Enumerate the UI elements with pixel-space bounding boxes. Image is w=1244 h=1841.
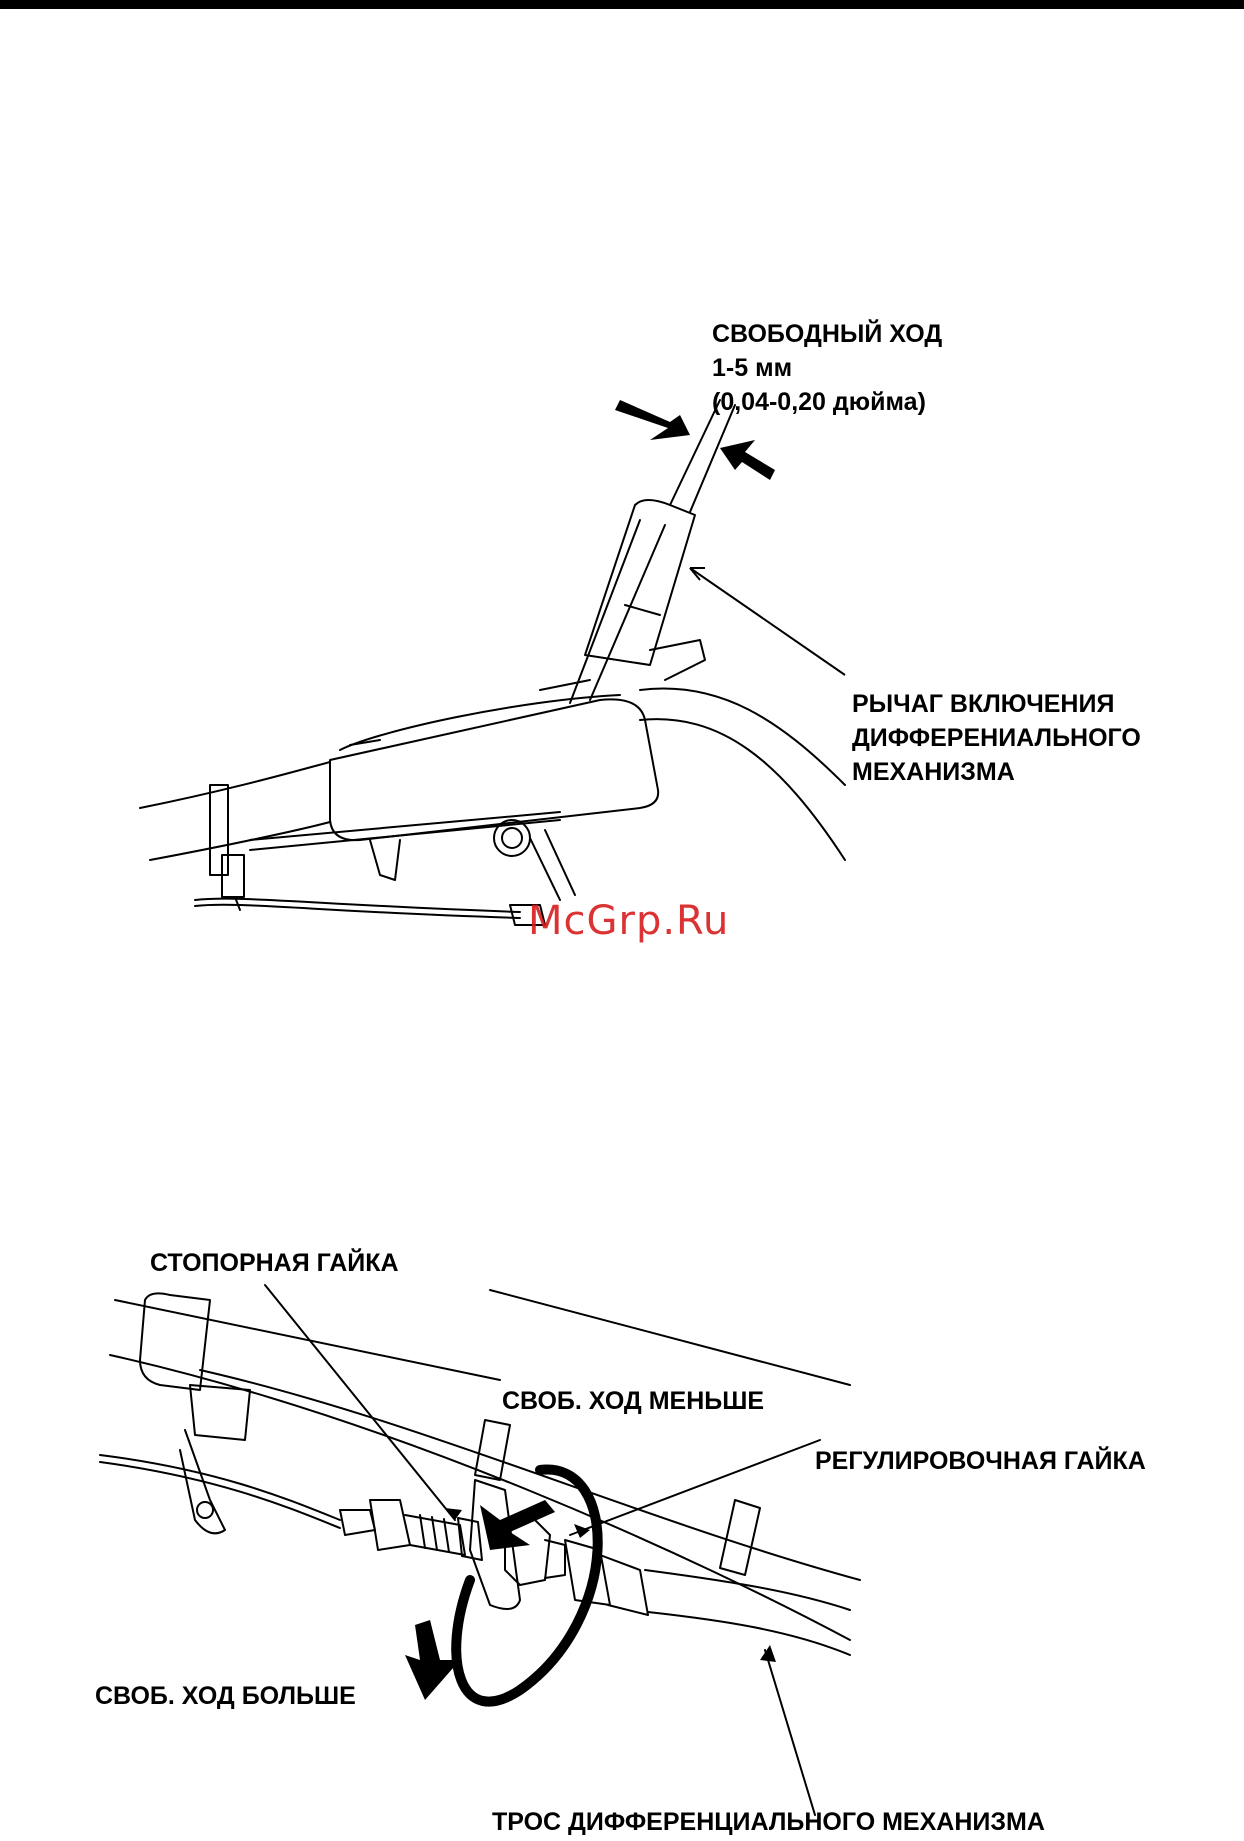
pivot-arm	[530, 830, 575, 900]
handlebar-right-upper	[640, 688, 845, 785]
left-clamp-nut	[190, 1385, 250, 1440]
free-play-mm: 1-5 мм	[712, 352, 792, 384]
less-play-label: СВОБ. ХОД МЕНЬШЕ	[502, 1385, 764, 1417]
free-play-arrow-right	[720, 440, 775, 480]
free-play-inches: (0,04-0,20 дюйма)	[712, 386, 926, 418]
cable-leader	[765, 1650, 815, 1815]
rotation-ring	[456, 1470, 597, 1702]
lock-nut-leader	[265, 1285, 455, 1520]
lever-housing-top	[340, 695, 620, 750]
cable-right	[645, 1570, 850, 1610]
handlebar-upper-line	[140, 762, 330, 808]
arrow-more-play	[405, 1620, 460, 1700]
cable-barrel	[370, 1500, 410, 1550]
watermark: McGrp.Ru	[528, 898, 729, 944]
frame-line-2	[490, 1290, 850, 1385]
adjust-nut-leader	[570, 1440, 820, 1535]
cable-tie	[210, 785, 228, 875]
frame-line-1	[115, 1300, 500, 1380]
frame-clip-2	[720, 1500, 760, 1575]
arrow-less-play	[480, 1500, 555, 1550]
lock-nut-label: СТОПОРНАЯ ГАЙКА	[150, 1247, 399, 1279]
lever-tab	[650, 640, 705, 680]
lever-label-line3: МЕХАНИЗМА	[852, 756, 1015, 788]
free-play-arrow-left	[615, 400, 690, 440]
lever-leader-line	[690, 568, 845, 675]
housing-bracket	[370, 840, 400, 880]
handlebar-right-lower	[640, 719, 845, 860]
more-play-label: СВОБ. ХОД БОЛЬШЕ	[95, 1680, 356, 1712]
free-play-title: СВОБОДНЫЙ ХОД	[712, 318, 942, 350]
lever-housing	[330, 699, 658, 840]
cable-label: ТРОС ДИФФЕРЕНЦИАЛЬНОГО МЕХАНИЗМА	[492, 1806, 1045, 1838]
lever-label-line1: РЫЧАГ ВКЛЮЧЕНИЯ	[852, 688, 1114, 720]
lever-label-line2: ДИФФЕРЕНИАЛЬНОГО	[852, 722, 1141, 754]
adjust-nut-label: РЕГУЛИРОВОЧНАЯ ГАЙКА	[815, 1445, 1146, 1477]
cable-left	[100, 1455, 340, 1520]
